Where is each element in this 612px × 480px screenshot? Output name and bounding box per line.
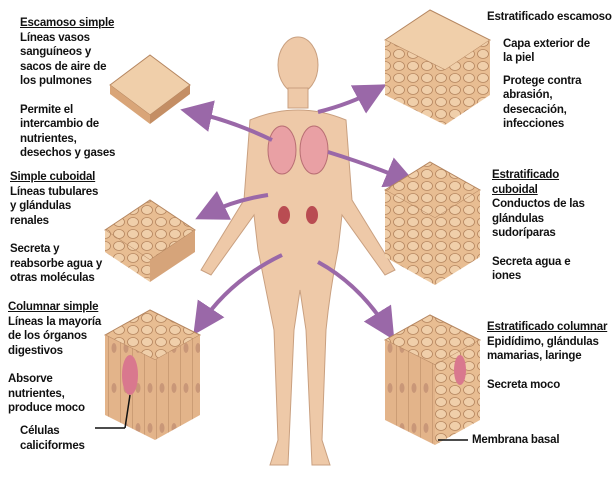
kidneys-icon (278, 206, 318, 224)
label-simple-cuboidal: Simple cuboidal Líneas tubulares y glánd… (10, 171, 103, 284)
goblet-cell (454, 355, 466, 385)
label-goblet-cells: Células caliciformes (20, 425, 85, 452)
label-simple-squamous: Escamoso simple Líneas vasos sanguíneos … (20, 17, 116, 159)
arrows (180, 84, 418, 341)
arrow-simple-columnar (193, 253, 283, 335)
goblet-cell (122, 355, 138, 395)
stratified-squamous-cube (384, 9, 491, 125)
simple-columnar-cube (103, 309, 202, 440)
label-simple-columnar: Columnar simple Líneas la mayoría de los… (8, 301, 102, 414)
label-stratified-columnar: Estratificado columnar Epidídimo, glándu… (487, 321, 608, 391)
label-stratified-cuboidal: Estratificado cuboidal Conductos de las … (492, 169, 585, 282)
arrow-stratified-squamous (317, 84, 387, 114)
arrow-stratified-columnar (317, 260, 395, 341)
label-stratified-squamous: Estratificado escamoso Capa exterior de … (487, 11, 612, 130)
simple-squamous-cube (109, 54, 191, 124)
human-body (200, 36, 396, 466)
lungs-icon (267, 125, 329, 175)
simple-cuboidal-cube (104, 199, 196, 282)
arrow-simple-cuboidal (195, 190, 269, 220)
stratified-cuboidal-cube (384, 161, 481, 285)
stratified-columnar-cube (383, 314, 482, 445)
arrow-stratified-cuboidal (327, 150, 418, 188)
arrow-simple-squamous (180, 100, 273, 142)
label-basement-membrane: Membrana basal (472, 434, 560, 446)
